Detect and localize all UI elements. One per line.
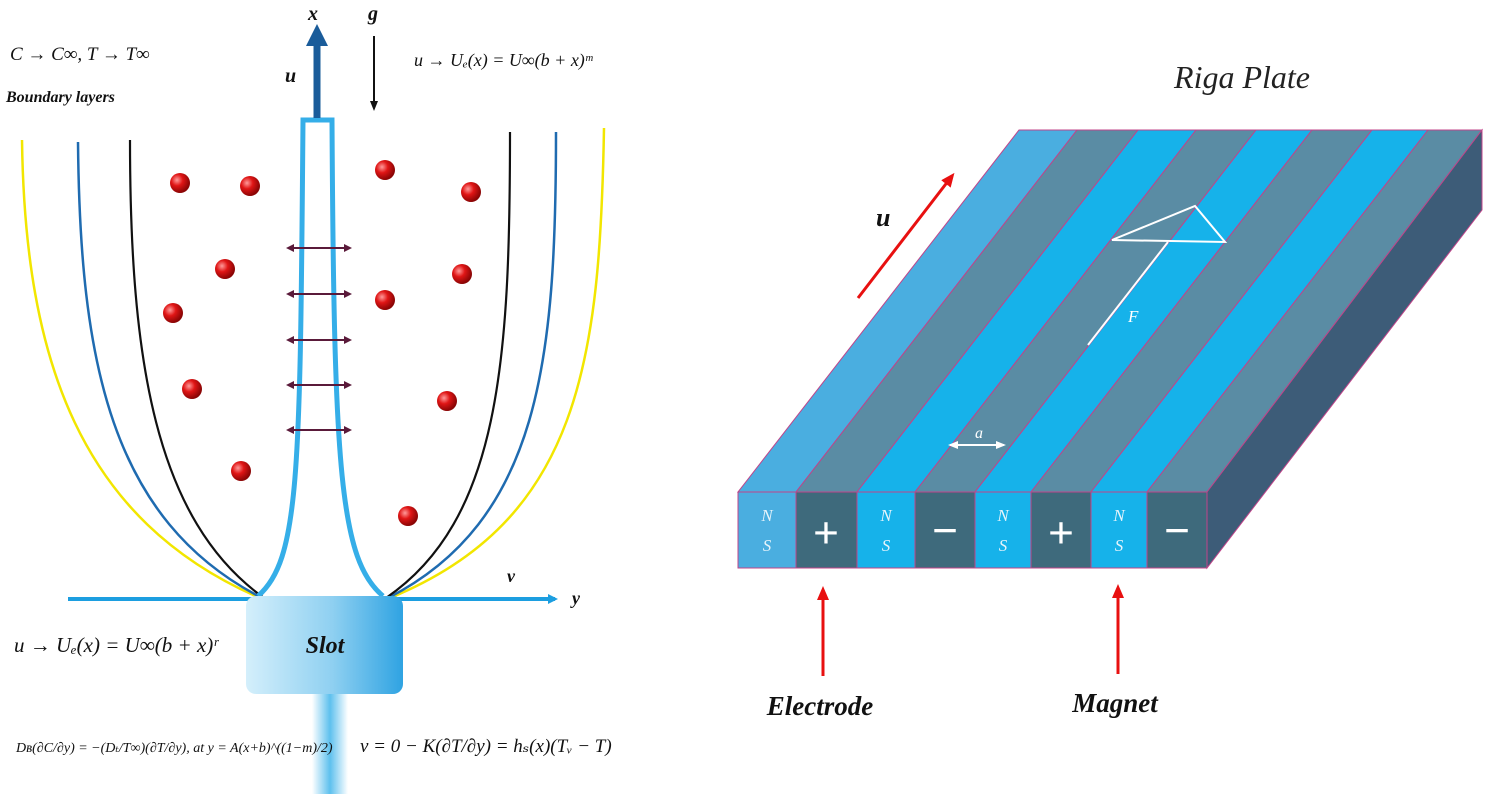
- pole-north: N: [879, 506, 893, 525]
- boundary-condition-left: Dʙ(∂C/∂y) = −(Dₜ/T∞)(∂T/∂y), at y = A(x+…: [15, 741, 333, 756]
- boundary-curve-black-left: [128, 139, 265, 599]
- slot-block: [246, 596, 403, 694]
- stripe-width-label: a: [975, 425, 983, 442]
- edge-velocity-top: u → Uₑ(x) = U∞(b + x)ᵐ: [414, 50, 594, 71]
- pole-south: S: [999, 536, 1008, 555]
- y-axis-label: y: [570, 588, 581, 608]
- nanoparticle: [182, 379, 202, 399]
- slot-jet-outline: [256, 117, 385, 598]
- plate-front-face: N S + N S − N S + N S −: [737, 491, 1208, 569]
- injection-jet: [312, 690, 348, 794]
- front-cell-magnet: [737, 491, 797, 569]
- front-cell-electrode: [914, 491, 976, 569]
- magnet-label: Magnet: [1071, 688, 1159, 718]
- edge-velocity-bottom: u → Uₑ(x) = U∞(b + x)ʳ: [14, 633, 219, 657]
- slot-label: Slot: [306, 633, 346, 659]
- nanoparticle: [461, 182, 481, 202]
- boundary-curve-yellow-left: [20, 139, 261, 600]
- electrode-sign: +: [813, 507, 839, 558]
- electrode-label: Electrode: [766, 691, 873, 721]
- electrode-sign: +: [1048, 507, 1074, 558]
- x-axis-label: x: [307, 3, 318, 25]
- nanoparticle: [215, 259, 235, 279]
- boundary-curve-black-right: [385, 131, 512, 599]
- nanoparticle: [375, 160, 395, 180]
- riga-plate-diagram: Riga Plate N S + N: [736, 59, 1484, 721]
- riga-plate-title: Riga Plate: [1173, 59, 1310, 95]
- pole-north: N: [996, 506, 1010, 525]
- u-label-right: u: [876, 203, 890, 232]
- gravity-label: g: [367, 3, 378, 25]
- u-flow-arrow: [856, 172, 955, 299]
- nanoparticle: [240, 176, 260, 196]
- pole-north: N: [760, 506, 774, 525]
- front-cell-magnet: [974, 491, 1032, 569]
- front-cell-magnet: [856, 491, 916, 569]
- boundary-condition-right: v = 0 − K(∂T/∂y) = hₛ(x)(Tᵥ − T): [360, 736, 612, 757]
- pole-south: S: [763, 536, 772, 555]
- nanoparticle: [163, 303, 183, 323]
- slot-flow-diagram: Slot x g u v y C → C∞, T → T∞ Boundary l…: [5, 3, 612, 794]
- electrode-sign: −: [1164, 505, 1190, 556]
- pole-north: N: [1112, 506, 1126, 525]
- boundary-curve-blue-right: [387, 131, 558, 600]
- electrode-sign: −: [932, 505, 958, 556]
- v-label: v: [507, 566, 516, 586]
- nanoparticle: [231, 461, 251, 481]
- force-arrowhead: [1111, 204, 1228, 244]
- force-label: F: [1127, 307, 1139, 326]
- nanoparticle: [170, 173, 190, 193]
- front-cell-magnet: [1090, 491, 1148, 569]
- far-field-condition: C → C∞, T → T∞: [10, 44, 150, 65]
- boundary-layers-label: Boundary layers: [5, 89, 115, 106]
- boundary-curve-blue-left: [76, 141, 263, 600]
- u-label-left: u: [285, 65, 296, 87]
- front-cell-electrode: [1030, 491, 1092, 569]
- pole-south: S: [882, 536, 891, 555]
- nanoparticle: [398, 506, 418, 526]
- nanoparticle: [437, 391, 457, 411]
- pole-south: S: [1115, 536, 1124, 555]
- boundary-curve-yellow-right: [389, 127, 606, 600]
- nanoparticle: [375, 290, 395, 310]
- nanoparticles: [163, 160, 481, 526]
- front-cell-electrode: [795, 491, 858, 569]
- nanoparticle: [452, 264, 472, 284]
- x-axis-arrowhead: [306, 24, 328, 46]
- front-cell-electrode: [1146, 491, 1208, 569]
- force-arrow-shaft: [1087, 241, 1169, 346]
